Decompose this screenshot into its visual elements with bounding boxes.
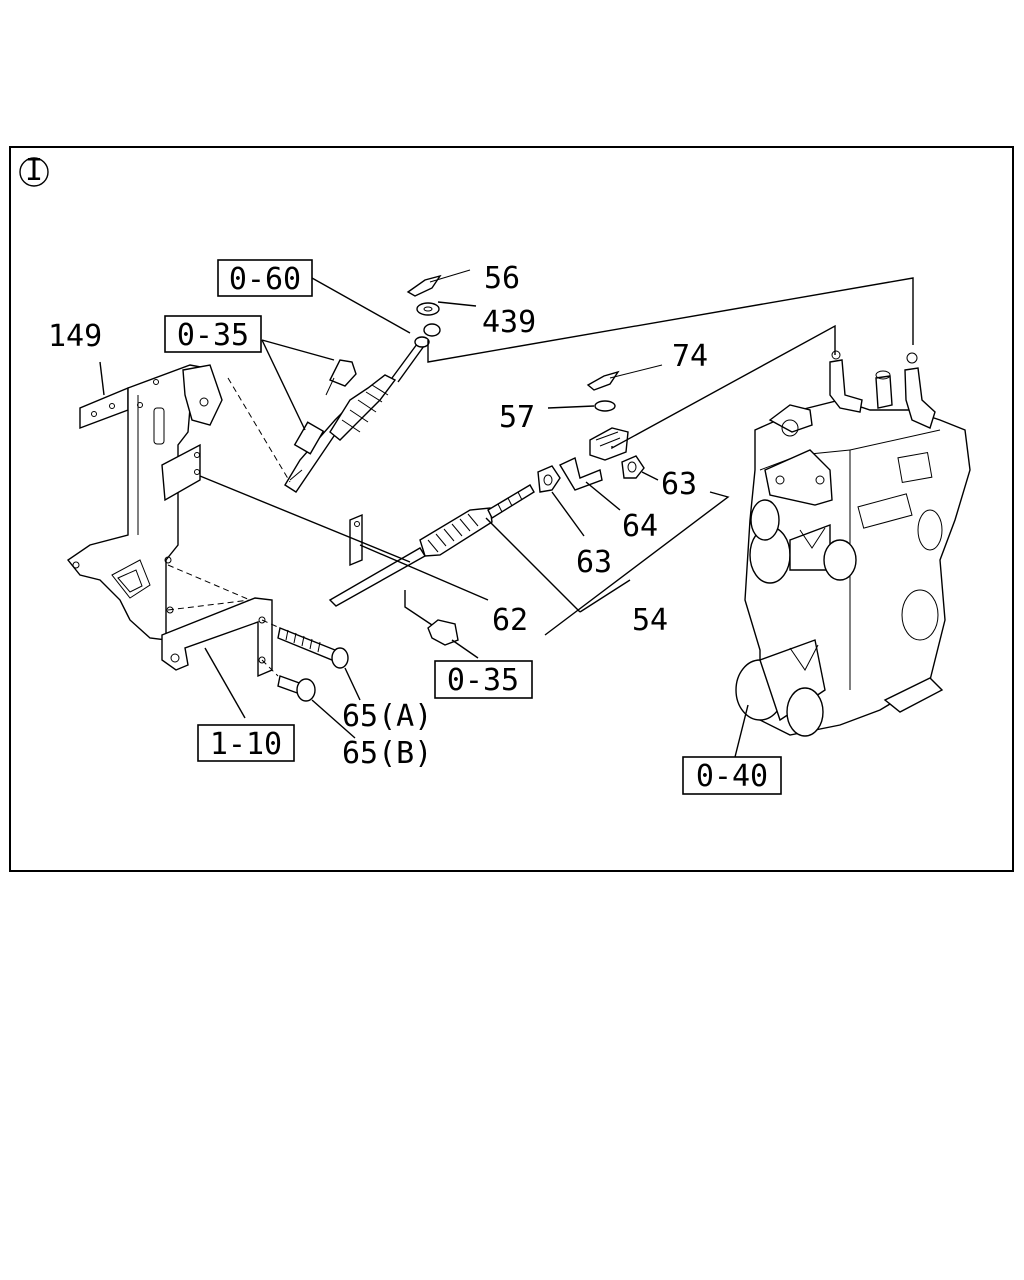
ref-box-035-upper: 0-35 — [164, 315, 262, 353]
callout-54: 54 — [632, 603, 668, 638]
view-marker-label: I — [25, 153, 43, 188]
callout-439: 439 — [482, 305, 536, 340]
callout-57: 57 — [499, 400, 535, 435]
bolt-65a — [277, 627, 349, 669]
svg-text:0-35: 0-35 — [177, 318, 249, 353]
callout-149: 149 — [48, 319, 102, 354]
clip-56 — [406, 269, 471, 297]
svg-text:0-60: 0-60 — [229, 262, 301, 297]
callout-65b: 65(B) — [342, 736, 432, 771]
callout-65a: 65(A) — [342, 699, 432, 734]
view-marker: I — [19, 153, 49, 188]
washer-57 — [594, 400, 616, 412]
svg-text:1-10: 1-10 — [210, 727, 282, 762]
callout-56: 56 — [484, 261, 520, 296]
bolt-65b — [277, 675, 316, 702]
control-cable-lower — [328, 455, 645, 607]
ref-box-060: 0-60 — [217, 259, 313, 297]
bolt-035-lower — [427, 619, 459, 646]
svg-text:0-35: 0-35 — [447, 663, 519, 698]
callout-62: 62 — [492, 603, 528, 638]
callout-63-left: 63 — [576, 545, 612, 580]
injection-pump — [735, 350, 971, 737]
ref-box-040: 0-40 — [682, 756, 782, 795]
leader-lines — [99, 277, 914, 758]
callout-64: 64 — [622, 509, 658, 544]
ref-box-035-lower: 0-35 — [434, 660, 533, 699]
callout-63-right: 63 — [661, 467, 697, 502]
diagram-frame — [9, 146, 1014, 872]
callout-74: 74 — [672, 339, 708, 374]
joint-block — [589, 427, 629, 461]
control-cable-upper — [284, 336, 430, 493]
clip-74 — [586, 364, 663, 391]
washer-439 — [416, 302, 440, 316]
ref-box-110: 1-10 — [197, 724, 295, 762]
bracket-149 — [66, 364, 273, 678]
pin-439-base — [423, 323, 441, 337]
svg-text:0-40: 0-40 — [696, 759, 768, 794]
